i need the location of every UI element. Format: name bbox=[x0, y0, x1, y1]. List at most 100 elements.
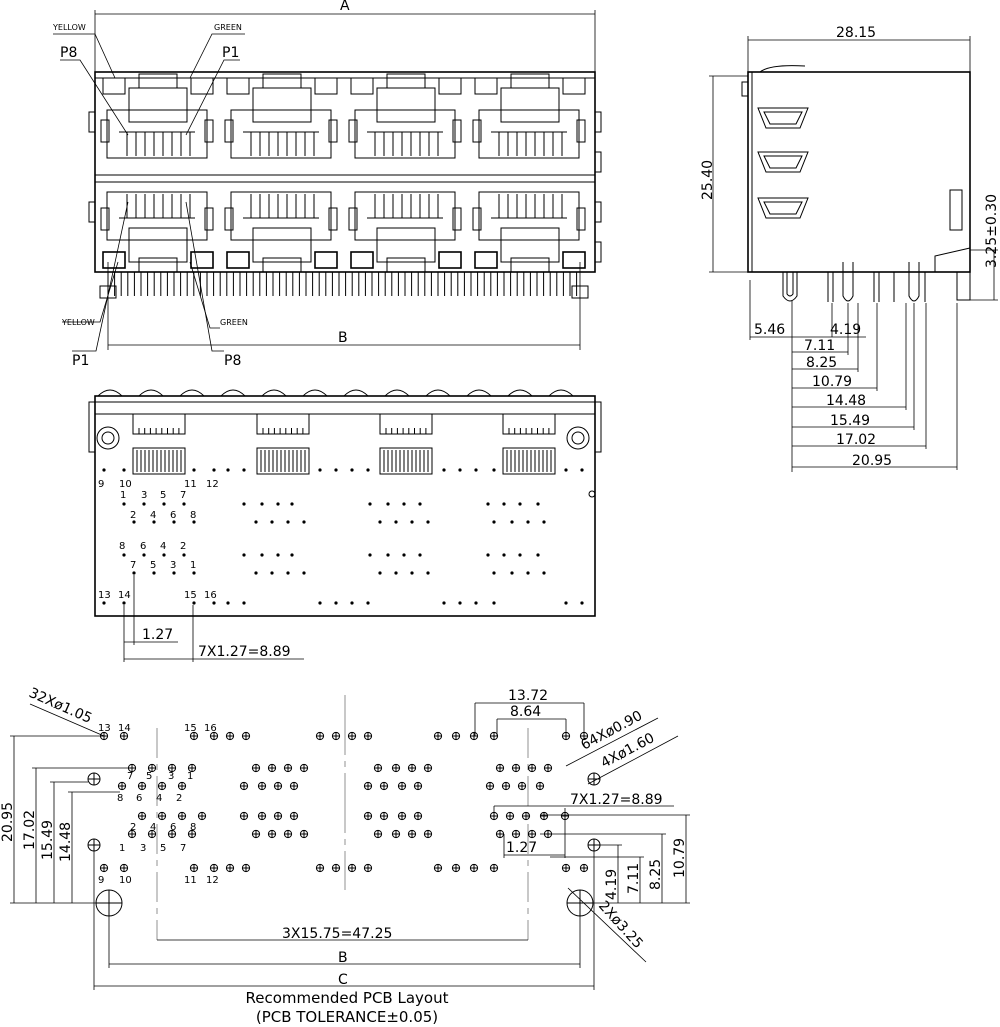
bv-pin-4a: 4 bbox=[150, 510, 156, 521]
side-dim-4-19: 4.19 bbox=[830, 322, 861, 338]
bv-pin-1b: 1 bbox=[190, 560, 196, 571]
pcb-pin-14: 14 bbox=[118, 723, 131, 734]
side-dim-14-48: 14.48 bbox=[826, 393, 866, 409]
led-window bbox=[190, 77, 214, 95]
pcb-pin-4b: 4 bbox=[150, 822, 156, 833]
bv-pin-3b: 3 bbox=[170, 560, 176, 571]
led-window bbox=[438, 251, 462, 269]
pcb-pin-12: 12 bbox=[206, 875, 219, 886]
led-window bbox=[226, 251, 250, 269]
pcb-pin-3b: 3 bbox=[140, 843, 146, 854]
pcb-pin-11: 11 bbox=[184, 875, 197, 886]
pcb-hole-3-25-label: 2Xø3.25 bbox=[595, 898, 646, 952]
rj45-port-upper bbox=[472, 73, 586, 159]
pcb-pin-4a: 4 bbox=[156, 793, 162, 804]
rj45-port-lower bbox=[348, 191, 462, 273]
pcb-dim-span: 7X1.27=8.89 bbox=[570, 792, 663, 808]
side-width-label: 28.15 bbox=[836, 25, 876, 41]
pcb-pin-8a: 8 bbox=[117, 793, 123, 804]
led-window bbox=[350, 77, 374, 95]
pcb-dim-7-11: 7.11 bbox=[626, 863, 642, 894]
yellow-label-bottom: YELLOW bbox=[61, 318, 95, 327]
pcb-v-15-49: 15.49 bbox=[40, 820, 56, 860]
p1-label-bottom: P1 bbox=[72, 353, 89, 369]
bv-pin-8a: 8 bbox=[190, 510, 196, 521]
bv-pin-6a: 6 bbox=[170, 510, 176, 521]
pcb-pin-6a: 6 bbox=[136, 793, 142, 804]
pcb-pin-7a: 7 bbox=[127, 771, 133, 782]
pcb-pin-16: 16 bbox=[204, 723, 217, 734]
rj45-port-lower bbox=[224, 191, 338, 273]
bv-pitch-label: 1.27 bbox=[142, 627, 173, 643]
side-dim-10-79: 10.79 bbox=[812, 374, 852, 390]
bv-pin-5a: 5 bbox=[160, 490, 166, 501]
pcb-dim-4-19: 4.19 bbox=[604, 869, 620, 900]
pcb-hole-1-05-label: 32Xø1.05 bbox=[26, 685, 94, 727]
caption-line-2: (PCB TOLERANCE±0.05) bbox=[256, 1008, 438, 1026]
pcb-pin-3a: 3 bbox=[168, 771, 174, 782]
rj45-port-upper bbox=[348, 73, 462, 159]
side-pin-length-label: 3.25±0.30 bbox=[984, 194, 1000, 268]
bv-pin-10: 10 bbox=[119, 479, 132, 490]
led-window bbox=[226, 77, 250, 95]
bv-pin-14: 14 bbox=[118, 590, 131, 601]
bv-pin-15: 15 bbox=[184, 590, 197, 601]
side-dim-20-95: 20.95 bbox=[852, 453, 892, 469]
pcb-dim-1-27: 1.27 bbox=[506, 840, 537, 856]
pcb-dim-10-79: 10.79 bbox=[672, 838, 688, 878]
led-window bbox=[562, 251, 586, 269]
pcb-dim-13-72: 13.72 bbox=[508, 688, 548, 704]
green-label-top: GREEN bbox=[214, 23, 242, 32]
rj45-port-upper bbox=[224, 73, 338, 159]
pcb-v-14-48: 14.48 bbox=[58, 822, 74, 862]
side-dim-17-02: 17.02 bbox=[836, 432, 876, 448]
bv-pin-3a: 3 bbox=[141, 490, 147, 501]
led-window bbox=[314, 77, 338, 95]
bv-pin-7b: 7 bbox=[130, 560, 136, 571]
p8-label-bottom: P8 bbox=[224, 353, 241, 369]
bv-pin-16: 16 bbox=[204, 590, 217, 601]
led-window bbox=[474, 77, 498, 95]
led-window bbox=[190, 251, 214, 269]
side-view: 28.15 25.40 3.25±0.30 bbox=[700, 25, 1000, 472]
pcb-pin-10: 10 bbox=[119, 875, 132, 886]
pcb-dim-8-25: 8.25 bbox=[648, 859, 664, 890]
yellow-label-top: YELLOW bbox=[52, 23, 86, 32]
dim-b-label: B bbox=[338, 330, 348, 346]
led-window bbox=[562, 77, 586, 95]
led-window bbox=[102, 77, 126, 95]
bv-pin-5b: 5 bbox=[150, 560, 156, 571]
led-window bbox=[350, 251, 374, 269]
pcb-pin-7b: 7 bbox=[180, 843, 186, 854]
pcb-v-17-02: 17.02 bbox=[22, 810, 38, 850]
rj45-port-lower bbox=[100, 191, 214, 273]
pcb-pin-2b: 2 bbox=[130, 822, 136, 833]
pcb-pin-1a: 1 bbox=[187, 771, 193, 782]
pcb-dim-pitch: 3X15.75=47.25 bbox=[282, 926, 392, 942]
pcb-pin-8b: 8 bbox=[190, 822, 196, 833]
pcb-layout: 13 14 15 16 7 5 3 1 8 6 4 2 2 4 6 8 1 3 … bbox=[0, 685, 690, 990]
bv-pin-4b: 4 bbox=[160, 541, 166, 552]
bv-pin-1a: 1 bbox=[120, 490, 126, 501]
bv-pin-2b: 2 bbox=[180, 541, 186, 552]
caption-line-1: Recommended PCB Layout bbox=[246, 989, 449, 1007]
bv-pin-8b: 8 bbox=[119, 541, 125, 552]
pcb-dim-b: B bbox=[338, 950, 348, 966]
led-window bbox=[438, 77, 462, 95]
p8-label-top: P8 bbox=[60, 45, 77, 61]
pcb-pin-2a: 2 bbox=[176, 793, 182, 804]
bv-pin-11: 11 bbox=[184, 479, 197, 490]
side-dim-8-25: 8.25 bbox=[806, 355, 837, 371]
pcb-pin-15: 15 bbox=[184, 723, 197, 734]
top-view: A B YELLOW GREEN P8 P1 P1 YELLOW P8 GREE… bbox=[52, 0, 602, 369]
bv-pin-9: 9 bbox=[98, 479, 104, 490]
rj45-port-lower bbox=[472, 191, 586, 273]
pcb-dim-8-64: 8.64 bbox=[510, 704, 541, 720]
green-label-bottom: GREEN bbox=[220, 318, 248, 327]
pcb-pin-1b: 1 bbox=[119, 843, 125, 854]
bv-pin-13: 13 bbox=[98, 590, 111, 601]
pcb-pin-6b: 6 bbox=[170, 822, 176, 833]
bv-pin-12: 12 bbox=[206, 479, 219, 490]
led-window bbox=[314, 251, 338, 269]
